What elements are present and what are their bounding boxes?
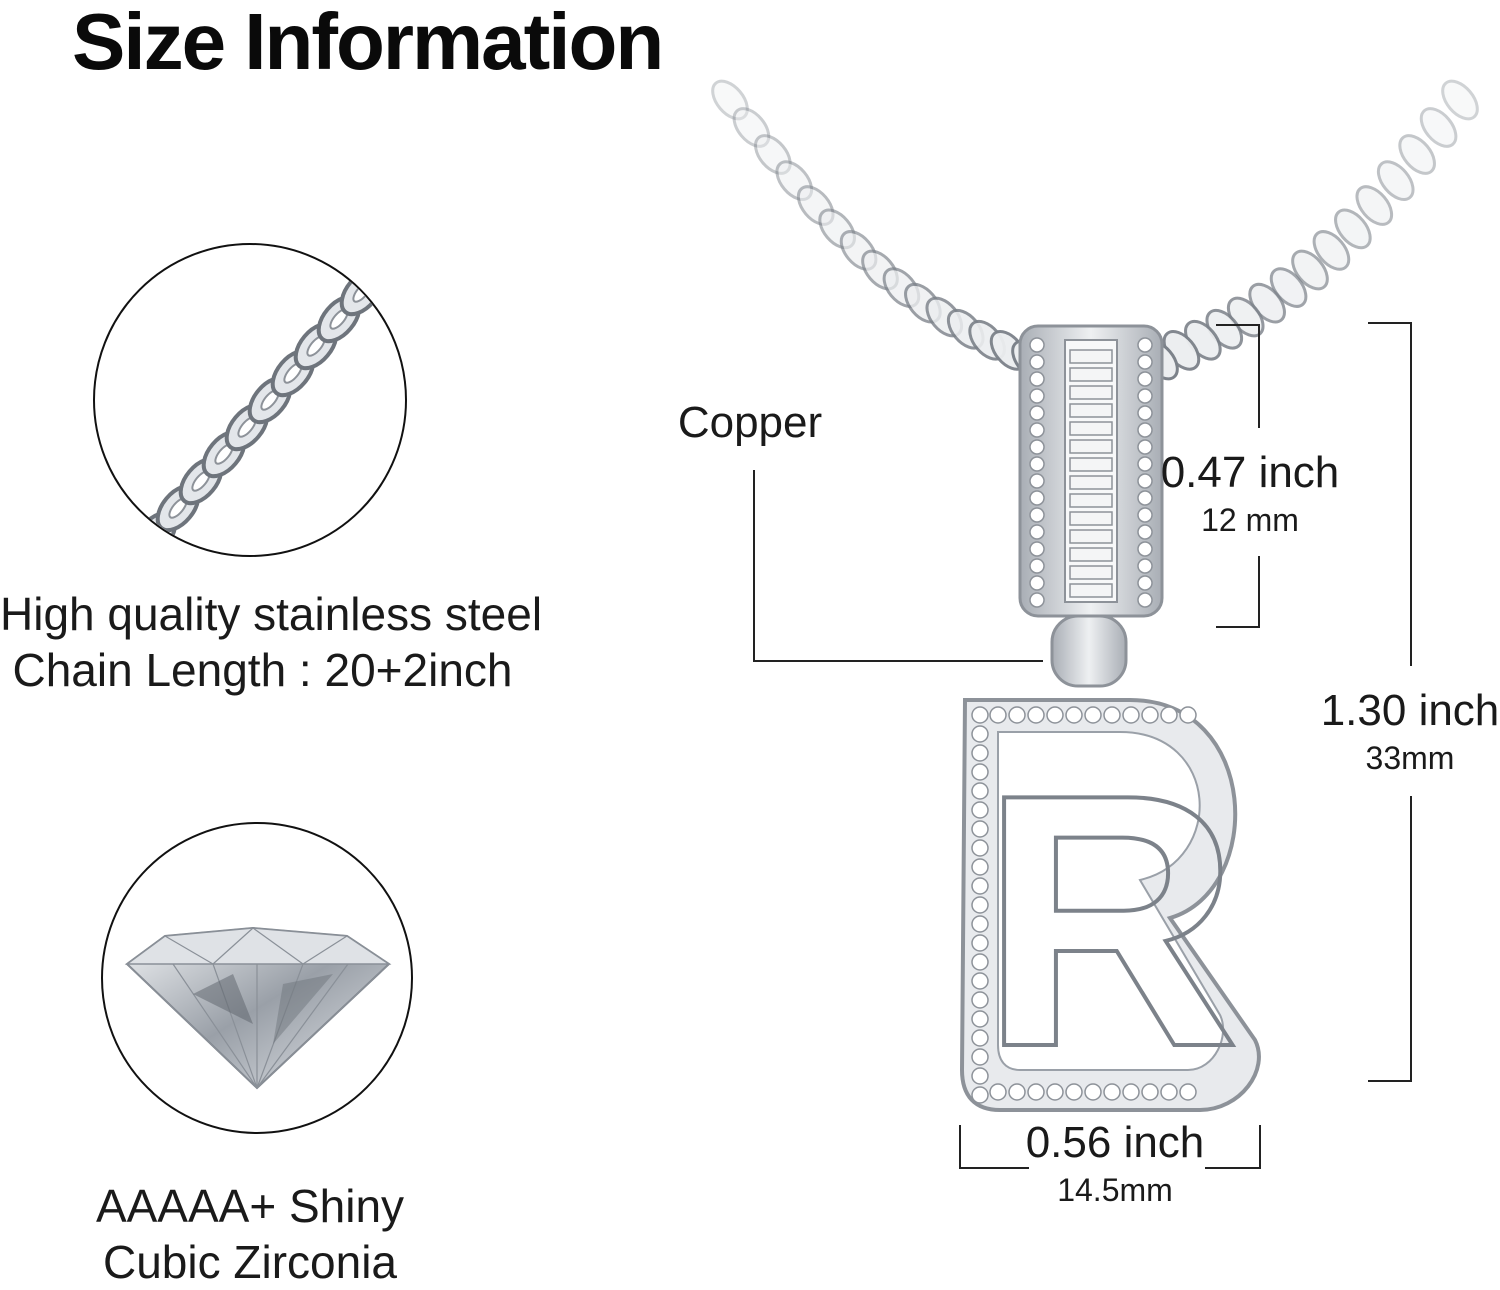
stone-grade-text: AAAAA+ Shiny <box>95 1180 405 1232</box>
diamond-icon <box>124 926 392 1090</box>
chain-detail-image <box>93 243 407 557</box>
copper-leader-horizontal <box>753 660 1043 662</box>
pendant-necklace-image: R <box>700 60 1500 1240</box>
pendant-width-inch: 0.56 inch <box>1025 1118 1205 1167</box>
bail-dim-bottom-tick <box>1216 626 1260 628</box>
stone-type-text: Cubic Zirconia <box>103 1236 397 1288</box>
pendant-height-inch: 1.30 inch <box>1320 686 1500 735</box>
diamond-image <box>101 822 413 1134</box>
pendant-height-mm: 33mm <box>1365 740 1455 776</box>
bail-height-inch: 0.47 inch <box>1160 448 1340 497</box>
copper-label: Copper <box>677 398 823 447</box>
chain-length-text: Chain Length : 20+2inch <box>12 644 513 696</box>
height-dim-lower-line <box>1410 796 1412 1082</box>
copper-leader-vertical <box>753 470 755 662</box>
page-title: Size Information <box>72 0 664 86</box>
bail-height-mm: 12 mm <box>1201 502 1299 538</box>
width-dim-right-tick <box>1259 1125 1261 1169</box>
chain-material-text: High quality stainless steel <box>0 588 543 640</box>
pendant-letter: R <box>980 720 1240 1122</box>
height-dim-bottom-tick <box>1368 1080 1412 1082</box>
pendant-width-mm: 14.5mm <box>1057 1172 1173 1208</box>
height-dim-top-tick <box>1368 322 1412 324</box>
width-dim-left-tick <box>959 1125 961 1169</box>
bail-dim-lower-line <box>1258 556 1260 628</box>
width-dim-right-line <box>1205 1167 1261 1169</box>
width-dim-left-line <box>959 1167 1029 1169</box>
pendant-illustration: R <box>711 79 1479 1124</box>
chain-icon <box>132 245 405 555</box>
height-dim-upper-line <box>1410 322 1412 666</box>
chain-feature-caption: High quality stainless steel Chain Lengt… <box>0 586 543 698</box>
connector-loop <box>1050 614 1128 688</box>
chain-necklace <box>711 79 1479 381</box>
bail-dim-upper-line <box>1258 324 1260 428</box>
bail-dim-top-tick <box>1216 324 1260 326</box>
stone-feature-caption: AAAAA+ Shiny Cubic Zirconia <box>40 1178 460 1290</box>
